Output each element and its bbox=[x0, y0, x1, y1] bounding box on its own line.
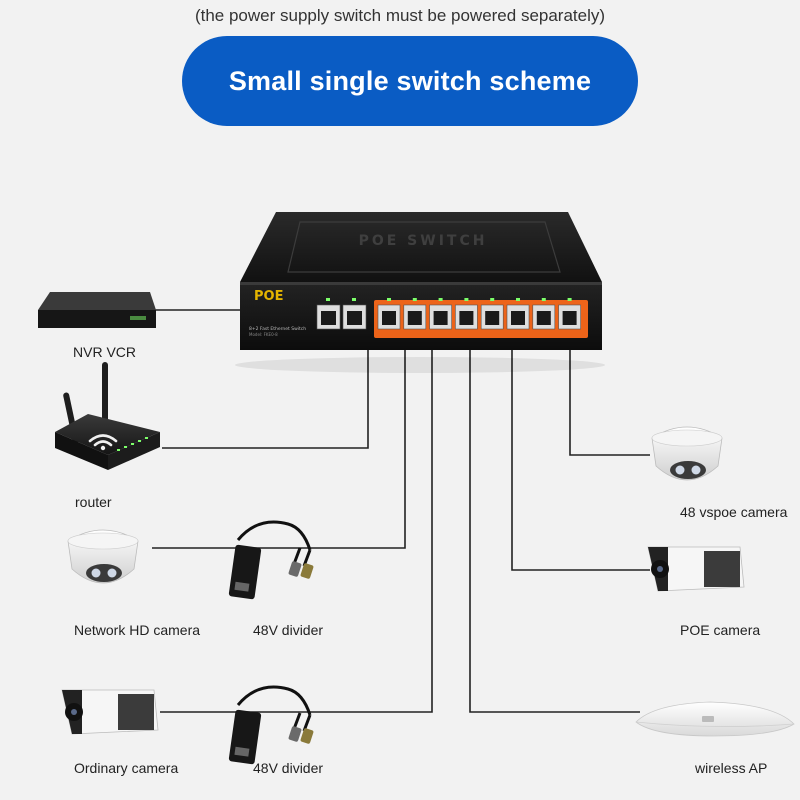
brand-logo: POE bbox=[254, 289, 283, 304]
poe-port bbox=[429, 298, 452, 330]
poe-splitter-icon bbox=[228, 685, 314, 765]
label-poe-camera: POE camera bbox=[680, 622, 761, 638]
poe-port bbox=[532, 298, 556, 330]
cable-ordinary-camera bbox=[160, 338, 433, 713]
label-network-hd-camera: Network HD camera bbox=[74, 622, 201, 638]
dome-camera-icon bbox=[651, 426, 723, 481]
model-line-1: 8+2 Fast Ethernet Switch bbox=[249, 326, 306, 332]
nvr-box-icon bbox=[38, 292, 156, 328]
bullet-camera-icon bbox=[647, 546, 745, 592]
poe-port bbox=[558, 298, 581, 330]
poe-port bbox=[403, 298, 427, 330]
cable-wireless-ap bbox=[469, 338, 640, 713]
poe-port bbox=[480, 298, 504, 330]
poe-ports bbox=[377, 298, 581, 330]
lid-text: POE SWITCH bbox=[359, 233, 488, 249]
cable-vspoe-camera bbox=[569, 338, 650, 456]
label-vspoe-camera: 48 vspoe camera bbox=[680, 504, 788, 520]
poe-splitter-icon bbox=[228, 520, 314, 600]
label-nvr: NVR VCR bbox=[73, 344, 137, 360]
title-banner: Small single switch scheme bbox=[182, 36, 638, 126]
wifi-router-icon bbox=[55, 362, 160, 470]
label-divider-2: 48V divider bbox=[253, 760, 324, 776]
ceiling-ap-icon bbox=[635, 701, 795, 737]
label-divider-1: 48V divider bbox=[253, 622, 324, 638]
bullet-camera-icon bbox=[61, 689, 159, 735]
model-line-2: Model: FKE0-8 bbox=[249, 332, 278, 337]
label-router: router bbox=[75, 494, 112, 510]
cable-poe-camera bbox=[511, 338, 650, 571]
poe-port bbox=[506, 298, 530, 330]
cable-router bbox=[162, 337, 369, 449]
label-ordinary-camera: Ordinary camera bbox=[74, 760, 179, 776]
uplink-ports bbox=[316, 298, 367, 330]
poe-port bbox=[377, 298, 401, 330]
dome-camera-icon bbox=[67, 529, 139, 584]
power-note: (the power supply switch must be powered… bbox=[194, 6, 606, 25]
poe-port bbox=[455, 298, 478, 330]
poe-switch: POE SWITCH POE 8+2 Fast Ethernet Switch … bbox=[235, 212, 605, 373]
label-wireless-ap: wireless AP bbox=[695, 760, 768, 776]
cables bbox=[152, 309, 650, 713]
